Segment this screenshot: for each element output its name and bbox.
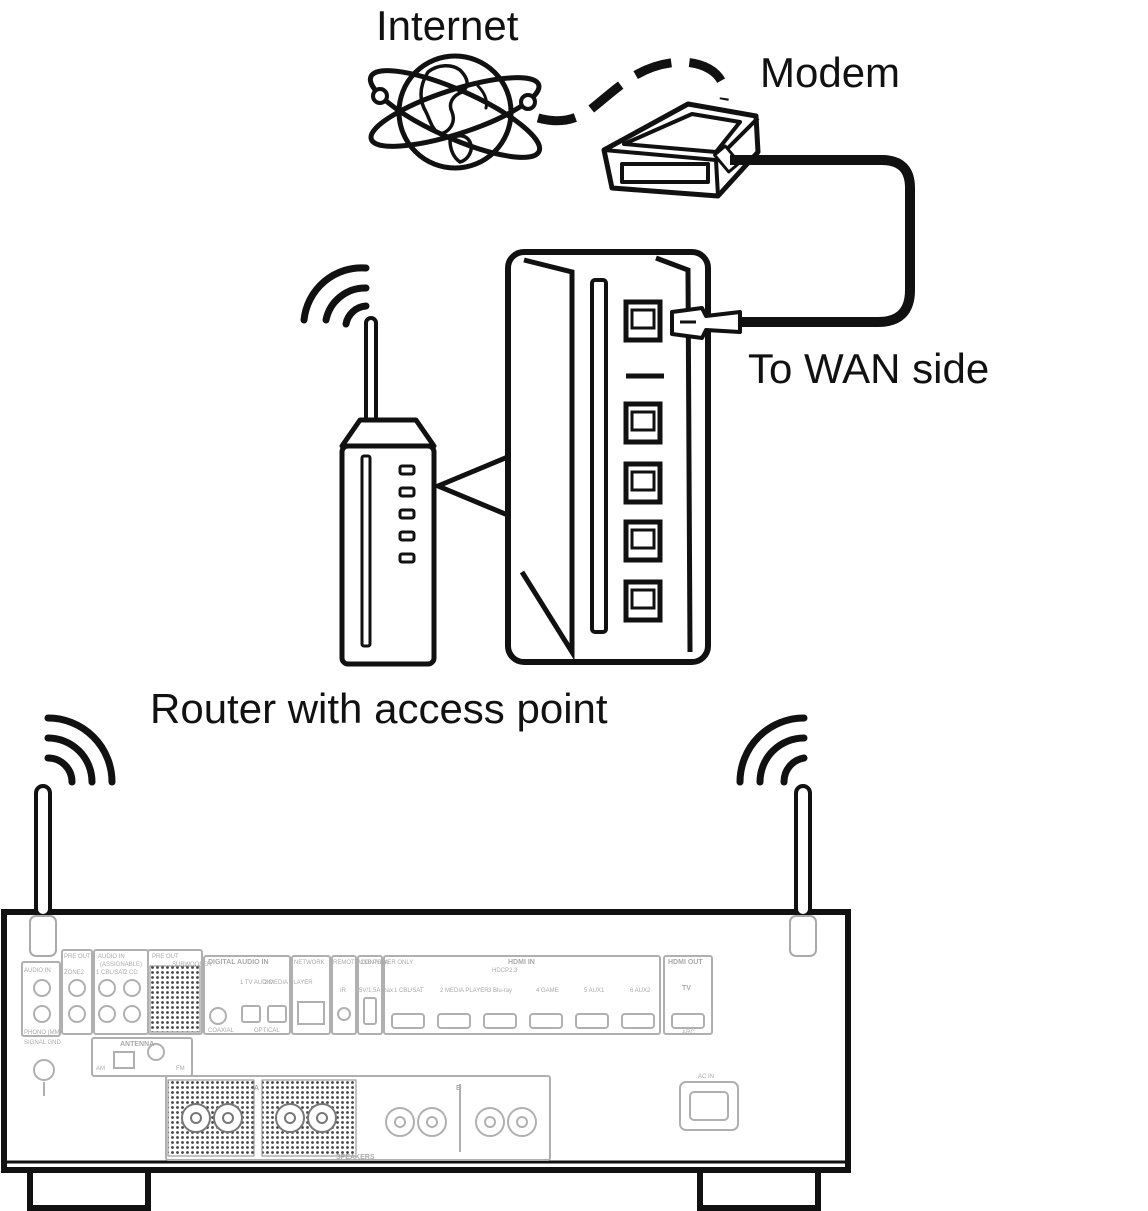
receiver-feet (27, 1165, 821, 1211)
panel-signal-gnd: SIGNAL GND (24, 1040, 61, 1046)
left-antenna (29, 784, 57, 957)
lan-port-icon (623, 401, 663, 623)
panel-tv-audio: 1 TV AUDIO (240, 980, 273, 986)
panel-tv: TV (682, 985, 691, 992)
panel-audio-in-2: AUDIO IN (98, 954, 125, 960)
panel-ir-in: IR (340, 988, 347, 994)
right-antenna (789, 784, 817, 957)
modem-label: Modem (760, 49, 900, 96)
right-antenna-wifi-icon (736, 714, 808, 786)
router-icon (339, 316, 437, 667)
panel-coaxial: COAXIAL (208, 1028, 235, 1034)
hdmi-input-label: 2 MEDIA PLAYER (440, 988, 489, 994)
panel-am: AM (96, 1066, 105, 1072)
wan-cable (730, 155, 915, 327)
panel-network: NETWORK (294, 960, 325, 966)
hdmi-input-label: 5 AUX1 (584, 988, 605, 994)
rear-panel (21, 949, 739, 1161)
router-wifi-icon (300, 264, 370, 328)
router-callout (435, 453, 513, 519)
panel-speaker-a: A (254, 1085, 259, 1092)
left-antenna-wifi-icon (44, 714, 116, 786)
panel-usb-rating: 5V/1.5A max (359, 988, 393, 994)
globe-icon (367, 53, 543, 171)
wan-side-label: To WAN side (748, 345, 989, 392)
panel-speaker-b: B (456, 1085, 461, 1092)
panel-media-player: 2 MEDIA PLAYER (264, 980, 313, 986)
panel-pre-out-1: PRE OUT (64, 954, 91, 960)
ethernet-plug-icon (670, 306, 742, 340)
panel-phono: PHONO (MM) (24, 1030, 62, 1036)
panel-zone2: ZONE2 (64, 970, 85, 976)
panel-pre-out-2: PRE OUT (152, 954, 179, 960)
panel-speakers: SPEAKERS (336, 1154, 375, 1161)
hdmi-input-label: 1 CBL/SAT (394, 988, 424, 994)
wan-port-icon (623, 299, 663, 343)
panel-assignable: (ASSIGNABLE) (100, 962, 142, 968)
modem-icon (601, 101, 761, 199)
hdmi-input-label: 3 Blu-ray (488, 988, 512, 994)
internet-label: Internet (376, 2, 519, 49)
panel-antenna: ANTENNA (120, 1041, 154, 1048)
panel-subwoofer: SUBWOOFER (172, 962, 212, 968)
panel-remote-control: REMOTE CONTROL (333, 960, 390, 966)
panel-audio-in: AUDIO IN (24, 968, 51, 974)
router-label: Router with access point (150, 685, 608, 732)
hdmi-input-label: 6 AUX2 (630, 988, 651, 994)
panel-usb: USB POWER ONLY (359, 960, 413, 966)
panel-hdmi-in: HDMI IN (508, 959, 535, 966)
panel-ac-in: AC IN (698, 1074, 714, 1080)
hdmi-input-label: 4 GAME (536, 988, 559, 994)
panel-optical: OPTICAL (254, 1028, 280, 1034)
panel-cbl-sat: 1 CBL/SAT (96, 970, 126, 976)
panel-fm: FM (176, 1066, 185, 1072)
speaker-a-terminals (181, 1103, 337, 1133)
panel-hdmi-out: HDMI OUT (668, 959, 703, 966)
panel-cd: 2 CD (124, 970, 138, 976)
panel-arc: ARC (682, 1030, 695, 1036)
panel-hdcp: HDCP2.3 (492, 968, 518, 974)
panel-digital-audio-in: DIGITAL AUDIO IN (208, 959, 269, 966)
internet-modem-link (536, 57, 730, 126)
